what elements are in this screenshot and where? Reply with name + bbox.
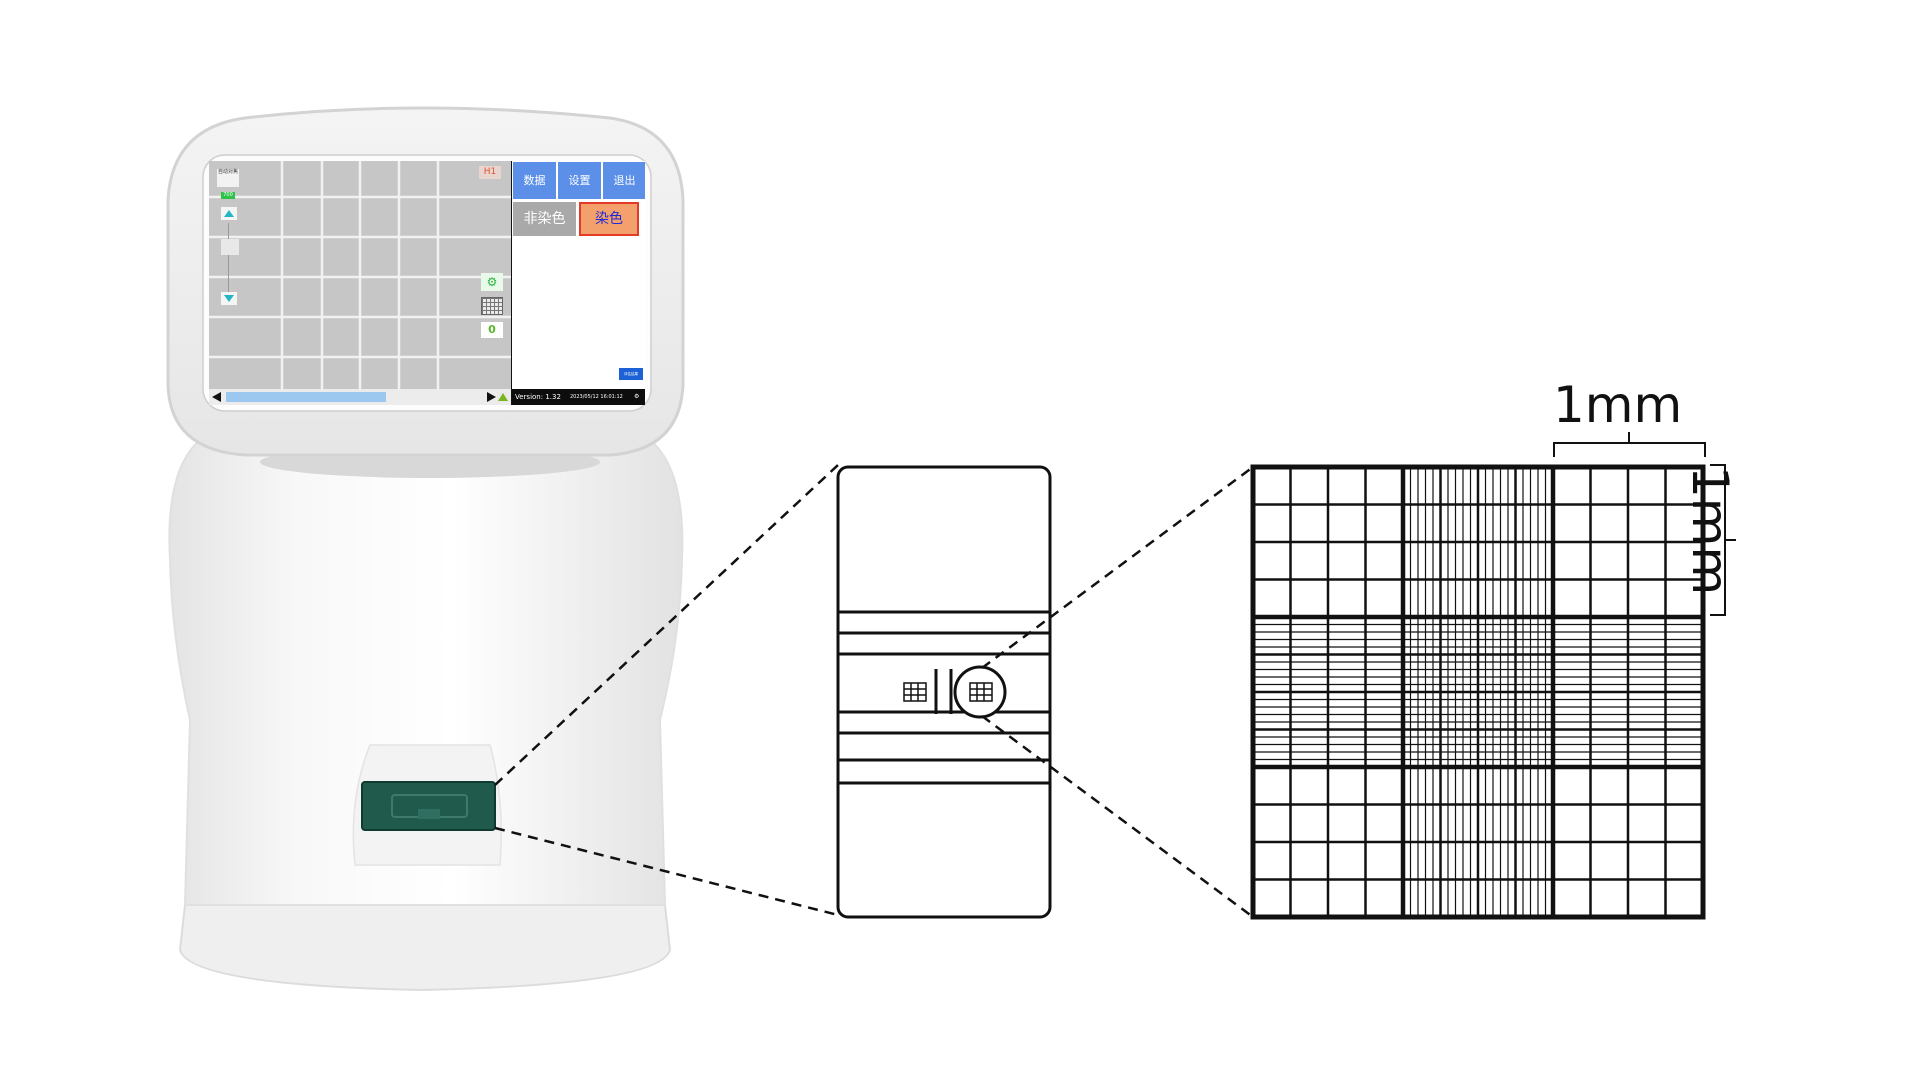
hemocytometer-grid: [1250, 464, 1706, 920]
view-grid-lines: [209, 161, 511, 389]
zoom-line-grid-lower: [981, 714, 1254, 919]
device-base: [178, 904, 672, 992]
zoom-lines-to-grid: [981, 465, 1254, 919]
status-bar: Version: 1.32 2023/05/12 16:01:12 ⚙: [512, 389, 645, 405]
width-dimension-label: 1mm: [1553, 376, 1683, 434]
chip-grid-right: [969, 682, 993, 702]
microscope-view: 自动对焦 700 H1 ⚙ 0: [209, 161, 511, 389]
dimension-bracket-top: [1553, 432, 1706, 457]
channel-badge[interactable]: H1: [479, 166, 501, 179]
evaluate-result-button[interactable]: 评估结果: [619, 368, 643, 380]
version-label: Version: 1.32: [515, 393, 561, 401]
height-dimension-label: 1mm: [1681, 466, 1739, 596]
exit-button[interactable]: 退出: [603, 162, 645, 199]
auto-focus-button[interactable]: 自动对焦: [217, 169, 239, 187]
device-touchscreen: 自动对焦 700 H1 ⚙ 0 数据 设置 退出 非染色 染色 评估结果 Ver…: [209, 161, 645, 405]
zoom-line-lower: [494, 826, 839, 917]
warning-icon[interactable]: [497, 392, 509, 402]
microscope-icon[interactable]: ⚙: [481, 273, 503, 291]
scroll-right-icon[interactable]: [487, 392, 496, 402]
focus-slider-track: [228, 223, 229, 297]
device-body: [168, 439, 684, 906]
cell-count-value: 0: [481, 322, 503, 338]
slot-opening: [361, 781, 496, 831]
control-panel: 数据 设置 退出 非染色 染色 评估结果: [512, 161, 645, 405]
status-icon: ⚙: [634, 393, 640, 400]
focus-value-badge: 700: [221, 192, 235, 199]
chip-focus-circle: [953, 665, 1007, 719]
unstained-mode-button[interactable]: 非染色: [513, 202, 576, 236]
slot-chip-tab: [418, 809, 440, 819]
dimension-bracket-right: [1710, 464, 1736, 616]
triangle-down-icon[interactable]: [221, 292, 237, 305]
triangle-up-icon[interactable]: [221, 207, 237, 220]
datetime-label: 2023/05/12 16:01:12: [570, 394, 623, 400]
zoom-line-grid-upper: [981, 465, 1254, 670]
chip-grid-left: [903, 682, 927, 702]
zoom-lines-to-chip: [494, 464, 839, 917]
scroll-left-icon[interactable]: [212, 392, 221, 402]
stained-mode-button[interactable]: 染色: [579, 202, 639, 236]
chip-outline: [836, 465, 1052, 919]
settings-button[interactable]: 设置: [558, 162, 601, 199]
focus-slider-thumb[interactable]: [221, 239, 239, 255]
view-scrollbar[interactable]: [209, 389, 511, 405]
scrollbar-thumb[interactable]: [226, 392, 386, 402]
counting-chip: [836, 465, 1052, 919]
calculator-grid-icon[interactable]: [481, 297, 503, 315]
data-button[interactable]: 数据: [513, 162, 556, 199]
